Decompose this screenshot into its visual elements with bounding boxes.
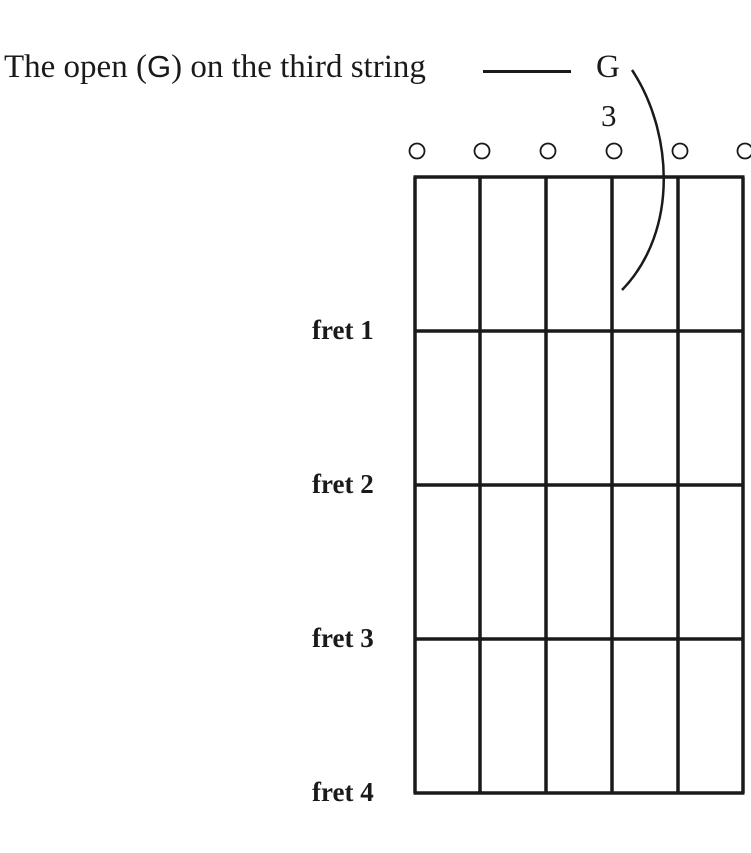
open-string-marker-4 [539, 142, 557, 160]
fret-label-3: fret 3 [312, 623, 374, 653]
open-string-marker-1 [736, 142, 751, 160]
caption-note: G [146, 49, 172, 84]
fret-label-1: fret 1 [312, 315, 374, 345]
caption-after: ) on the third string [171, 49, 426, 85]
open-string-marker-5 [473, 142, 491, 160]
open-string-marker-2 [671, 142, 689, 160]
string-number-label: 3 [601, 98, 617, 133]
open-string-markers [408, 142, 751, 160]
fret-label-2: fret 2 [312, 469, 374, 499]
caption: The open (G) on the third string [4, 47, 426, 87]
fretboard-grid [413, 175, 745, 795]
open-string-marker-3 [605, 142, 623, 160]
callout-pointer [621, 69, 665, 291]
string-note-label: G [596, 49, 620, 85]
open-string-marker-6 [408, 142, 426, 160]
caption-before: The open ( [4, 49, 147, 85]
leader-line [483, 70, 571, 73]
fret-label-4: fret 4 [312, 777, 374, 807]
